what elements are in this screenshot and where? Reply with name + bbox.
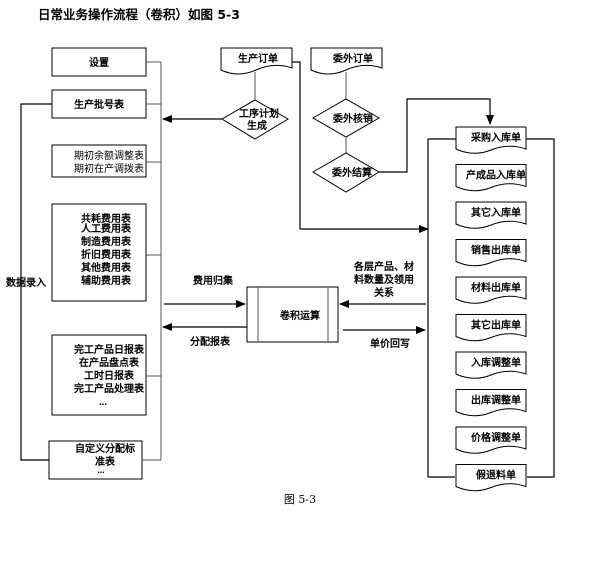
- document-label: 出库调整单: [471, 394, 521, 407]
- production-order-line: [292, 61, 429, 233]
- document-item[interactable]: 其它出库单: [455, 314, 527, 342]
- document-shape: [455, 164, 527, 192]
- outsource-order-doc[interactable]: [310, 47, 383, 75]
- expense-item: 其他费用表: [81, 261, 132, 274]
- reports-list: 完工产品日报表 在产品盘点表 工时日报表 完工产品处理表 …: [74, 343, 145, 407]
- report-item: 完工产品处理表: [74, 382, 145, 395]
- production-order-doc[interactable]: [220, 47, 293, 75]
- process-plan-line-1: 工序计划: [239, 107, 279, 120]
- document-shape: [455, 314, 527, 342]
- setup-label: 设置: [89, 56, 109, 69]
- expense-item: 折旧费用表: [81, 248, 132, 261]
- report-item: 在产品盘点表: [79, 356, 140, 369]
- document-item[interactable]: 采购入库单: [455, 126, 527, 154]
- outsource-verify-label: 委外核销: [332, 112, 373, 125]
- relation-line-2: 料数量及领用: [354, 273, 414, 286]
- production-order-label: 生产订单: [238, 52, 278, 65]
- relation-line-3: 关系: [374, 286, 394, 299]
- process-plan-diamond[interactable]: [221, 99, 289, 140]
- convolution-process-box[interactable]: [246, 286, 339, 343]
- relation-line-1: 各层产品、材: [353, 260, 414, 273]
- reports-box[interactable]: [51, 334, 147, 416]
- document-label: 入库调整单: [471, 356, 521, 369]
- report-item: 完工产品日报表: [74, 343, 145, 356]
- expense-item: 共耗费用表: [81, 212, 132, 225]
- document-item[interactable]: 销售出库单: [455, 239, 527, 267]
- custom-line-2: 准表: [95, 455, 116, 468]
- cost-collect-label: 费用归集: [193, 274, 234, 287]
- expense-item: 制造费用表: [81, 235, 132, 248]
- document-label: 材料出库单: [471, 281, 521, 294]
- document-label: 产成品入库单: [466, 169, 526, 182]
- expense-item: 人工费用表: [81, 222, 132, 235]
- data-entry-line: [20, 103, 52, 461]
- document-shape: [455, 389, 527, 417]
- document-label: 销售出库单: [471, 244, 521, 257]
- document-label: 价格调整单: [471, 431, 521, 444]
- outsource-verify-diamond[interactable]: [311, 98, 381, 138]
- document-shape: [455, 201, 527, 229]
- expenses-box[interactable]: [51, 203, 147, 302]
- process-plan-line-2: 生成: [247, 119, 267, 132]
- price-write-label: 单价回写: [370, 337, 410, 350]
- document-item[interactable]: 入库调整单: [455, 351, 527, 379]
- document-item[interactable]: 出库调整单: [455, 389, 527, 417]
- data-entry-label: 数据录入: [6, 276, 46, 289]
- expense-item: 辅助费用表: [81, 274, 132, 287]
- diagram-title: 日常业务操作流程（卷积）如图 5-3: [38, 7, 240, 22]
- document-label: 假退料单: [476, 469, 516, 482]
- opening-box[interactable]: [51, 144, 147, 178]
- document-shape: [455, 351, 527, 379]
- document-item[interactable]: 其它入库单: [455, 201, 527, 229]
- document-item[interactable]: 材料出库单: [455, 276, 527, 304]
- opening-line-2: 期初在产调拨表: [74, 162, 144, 175]
- document-item[interactable]: 价格调整单: [455, 426, 527, 454]
- opening-line-1: 期初余额调整表: [74, 149, 144, 162]
- document-label: 采购入库单: [470, 131, 521, 144]
- outsource-settle-label: 委外结算: [331, 166, 372, 179]
- right-documents: 采购入库单产成品入库单其它入库单销售出库单材料出库单其它出库单入库调整单出库调整…: [455, 126, 527, 492]
- document-shape: [455, 239, 527, 267]
- document-item[interactable]: 产成品入库单: [455, 164, 527, 192]
- alloc-report-label: 分配报表: [190, 335, 231, 348]
- right-bus-left: [427, 138, 456, 478]
- outsource-settle-line: [379, 98, 494, 173]
- document-shape: [455, 426, 527, 454]
- outsource-order-label: 委外订单: [332, 52, 373, 65]
- report-item: …: [99, 398, 107, 407]
- right-bus-right: [525, 138, 555, 478]
- document-item[interactable]: 假退料单: [455, 464, 527, 492]
- custom-line-1: 自定义分配标: [75, 442, 135, 455]
- custom-line-3: …: [98, 467, 105, 475]
- document-shape: [455, 464, 527, 492]
- convolution-process-label: 卷积运算: [279, 309, 320, 322]
- report-item: 工时日报表: [84, 369, 135, 382]
- document-label: 其它入库单: [471, 206, 521, 219]
- batch-label: 生产批号表: [74, 98, 125, 111]
- expenses-list: 共耗费用表 人工费用表 制造费用表 折旧费用表 其他费用表 辅助费用表: [81, 212, 132, 287]
- document-shape: [455, 126, 527, 154]
- batch-box[interactable]: [51, 89, 147, 119]
- document-label: 其它出库单: [471, 319, 521, 332]
- figure-caption: 图 5-3: [284, 493, 316, 506]
- document-shape: [455, 276, 527, 304]
